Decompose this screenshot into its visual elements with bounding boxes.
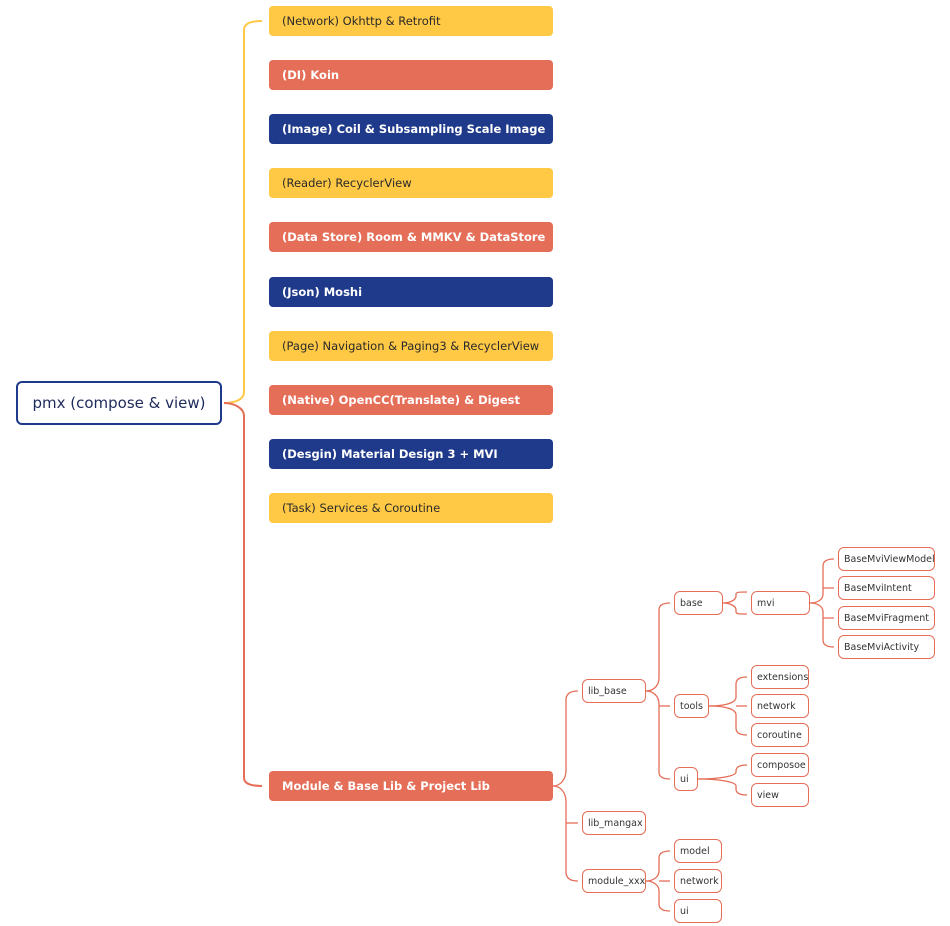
category-page: (Page) Navigation & Paging3 & RecyclerVi… xyxy=(269,331,553,361)
node-module-ui: ui xyxy=(674,899,722,923)
category-json: (Json) Moshi xyxy=(269,277,553,307)
category-image: (Image) Coil & Subsampling Scale Image xyxy=(269,114,553,144)
node-coroutine: coroutine xyxy=(751,723,809,747)
node-composoe: composoe xyxy=(751,753,809,777)
node-lib-base: lib_base xyxy=(582,679,646,703)
node-view: view xyxy=(751,783,809,807)
category-data-store: (Data Store) Room & MMKV & DataStore xyxy=(269,222,553,252)
category-task: (Task) Services & Coroutine xyxy=(269,493,553,523)
node-module-xxx: module_xxx xyxy=(582,869,646,893)
node-extensions: extensions xyxy=(751,665,809,689)
node-tools-network: network xyxy=(751,694,809,718)
node-base-mvi-viewmodel: BaseMviViewModel xyxy=(838,547,935,571)
category-network: (Network) Okhttp & Retrofit xyxy=(269,6,553,36)
root-node: pmx (compose & view) xyxy=(16,381,222,425)
category-module: Module & Base Lib & Project Lib xyxy=(269,771,553,801)
node-model: model xyxy=(674,839,722,863)
category-native: (Native) OpenCC(Translate) & Digest xyxy=(269,385,553,415)
node-ui: ui xyxy=(674,767,698,791)
category-di: (DI) Koin xyxy=(269,60,553,90)
node-tools: tools xyxy=(674,694,709,718)
node-base-mvi-fragment: BaseMviFragment xyxy=(838,606,935,630)
category-design: (Desgin) Material Design 3 + MVI xyxy=(269,439,553,469)
node-base-mvi-activity: BaseMviActivity xyxy=(838,635,935,659)
node-base: base xyxy=(674,591,723,615)
node-module-network: network xyxy=(674,869,722,893)
category-reader: (Reader) RecyclerView xyxy=(269,168,553,198)
node-base-mvi-intent: BaseMviIntent xyxy=(838,576,935,600)
node-mvi: mvi xyxy=(751,591,810,615)
node-lib-mangax: lib_mangax xyxy=(582,811,646,835)
